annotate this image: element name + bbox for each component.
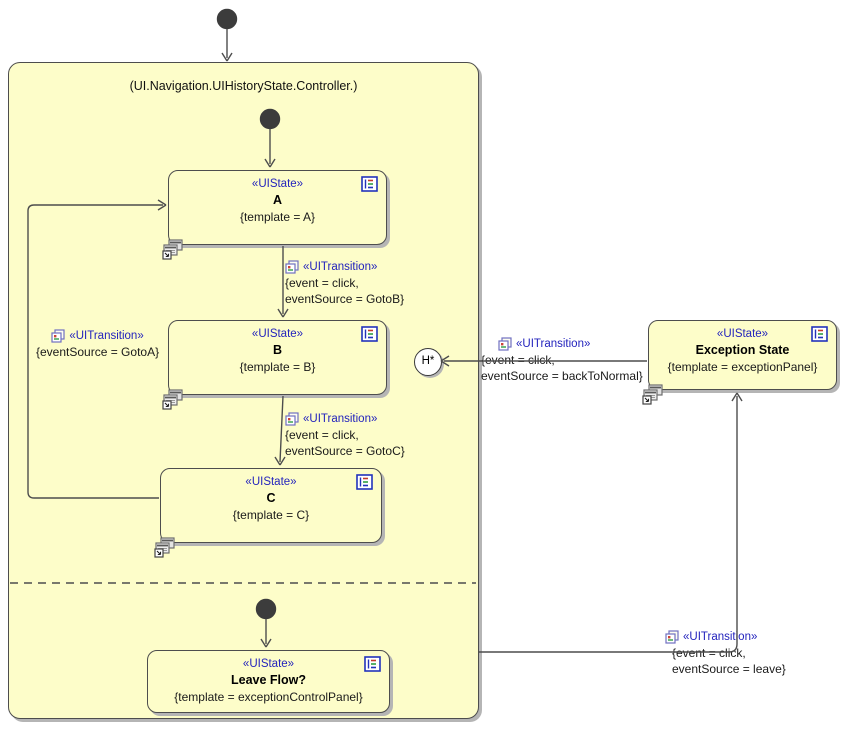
entry-actions-icon[interactable] <box>356 474 373 490</box>
transition-guard-line: eventSource = backToNormal} <box>481 368 643 383</box>
transition-stereotype: «UITransition» <box>516 338 591 350</box>
state-a[interactable]: «UIState» A {template = A} <box>168 170 387 245</box>
state-name: Exception State <box>695 343 790 357</box>
state-name: Leave Flow? <box>230 673 307 687</box>
transition-stereotype-icon <box>51 329 65 343</box>
transition-guard-line: {eventSource = GotoA} <box>36 345 160 359</box>
deep-history-pseudostate[interactable]: H* <box>414 348 442 376</box>
state-constraint: {template = A} <box>239 210 316 224</box>
transition-label-gotob[interactable]: «UITransition» {event = click, eventSour… <box>285 258 404 307</box>
state-stereotype: «UIState» <box>245 476 297 488</box>
transition-guard-line: {event = click, <box>481 353 555 367</box>
state-c[interactable]: «UIState» C {template = C} <box>160 468 382 543</box>
transition-label-gotoc[interactable]: «UITransition» {event = click, eventSour… <box>285 410 405 459</box>
entry-actions-icon[interactable] <box>361 326 378 342</box>
transition-guard-line: eventSource = leave} <box>672 661 786 676</box>
entry-actions-icon[interactable] <box>811 326 828 342</box>
transition-guard-line: eventSource = GotoB} <box>285 291 405 306</box>
submachine-icon <box>154 537 175 558</box>
transition-stereotype: «UITransition» <box>69 330 144 342</box>
state-constraint: {template = exceptionPanel} <box>667 360 818 374</box>
transition-label-backtonormal[interactable]: «UITransition» {event = click, eventSour… <box>481 335 643 384</box>
transition-label-leave[interactable]: «UITransition» {event = click, eventSour… <box>672 628 786 677</box>
state-name: A <box>272 193 283 207</box>
transition-guard-line: eventSource = GotoC} <box>285 443 405 458</box>
state-stereotype: «UIState» <box>242 658 295 670</box>
state-constraint: {template = exceptionControlPanel} <box>174 690 363 704</box>
state-b[interactable]: «UIState» B {template = B} <box>168 320 387 395</box>
entry-actions-icon[interactable] <box>361 176 378 192</box>
state-exception[interactable]: «UIState» Exception State {template = ex… <box>648 320 837 390</box>
initial-pseudostate-top[interactable] <box>216 8 238 62</box>
entry-actions-icon[interactable] <box>364 656 381 672</box>
state-constraint: {template = C} <box>232 508 310 522</box>
transition-stereotype: «UITransition» <box>303 261 378 273</box>
state-leave-flow[interactable]: «UIState» Leave Flow? {template = except… <box>147 650 390 713</box>
transition-stereotype: «UITransition» <box>303 413 378 425</box>
submachine-icon <box>162 389 183 410</box>
transition-guard-line: {event = click, <box>285 428 359 442</box>
state-constraint: {template = B} <box>239 360 316 374</box>
state-stereotype: «UIState» <box>251 178 304 190</box>
transition-stereotype-icon <box>498 337 512 351</box>
submachine-icon <box>642 384 663 405</box>
composite-state-title: (UI.Navigation.UIHistoryState.Controller… <box>129 79 358 93</box>
transition-label-gotoa[interactable]: «UITransition» {eventSource = GotoA} <box>36 327 159 361</box>
state-name: C <box>266 491 276 505</box>
submachine-icon <box>162 239 183 260</box>
transition-guard-line: {event = click, <box>672 646 746 660</box>
state-stereotype: «UIState» <box>251 328 304 340</box>
transition-stereotype-icon <box>285 412 299 426</box>
transition-stereotype: «UITransition» <box>683 631 758 643</box>
transition-line-leave[interactable] <box>479 392 743 653</box>
state-name: B <box>272 343 283 357</box>
transition-stereotype-icon <box>285 260 299 274</box>
state-stereotype: «UIState» <box>716 328 769 340</box>
transition-stereotype-icon <box>665 630 679 644</box>
transition-guard-line: {event = click, <box>285 276 359 290</box>
